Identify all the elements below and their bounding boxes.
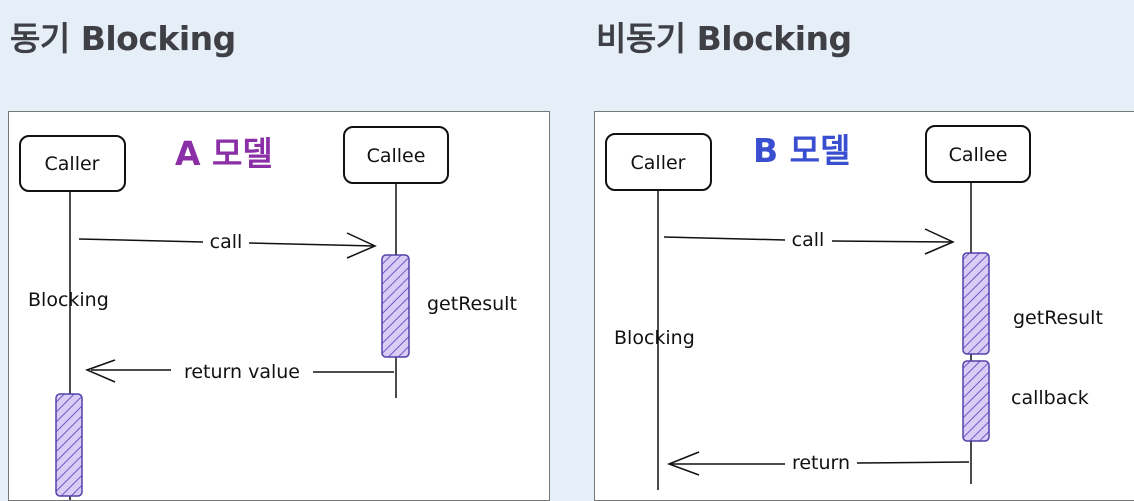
call-arrow: call — [663, 228, 955, 255]
blocking-label: Blocking — [614, 327, 695, 349]
model-title-a: A 모델 — [175, 134, 273, 173]
callback-activation-bar — [962, 360, 990, 442]
get-result-label: getResult — [427, 293, 517, 315]
get-result-label: getResult — [1013, 307, 1103, 329]
callee-box: Callee — [343, 126, 449, 184]
caller-activation-bar — [55, 393, 83, 497]
return-value-label: return value — [184, 361, 300, 383]
call-label: call — [210, 231, 243, 253]
caller-box: Caller — [19, 135, 126, 192]
callee-box: Callee — [925, 125, 1031, 183]
callee-activation-bar — [381, 254, 410, 358]
return-arrow: return value — [84, 359, 394, 383]
get-result-activation-bar — [962, 252, 990, 355]
sequence-diagram-b: B 모델 Caller Callee call getResult callba… — [605, 125, 1103, 490]
diagram-panel-a: A 모델 Caller Callee call getResult Blocki… — [8, 111, 550, 501]
caller-box: Caller — [605, 133, 712, 191]
sequence-diagram-a: A 모델 Caller Callee call getResult Blocki… — [19, 126, 517, 500]
heading-async-blocking: 비동기 Blocking — [596, 19, 852, 58]
callback-label: callback — [1011, 387, 1089, 409]
callee-label: Callee — [367, 145, 426, 167]
heading-sync-blocking: 동기 Blocking — [10, 19, 236, 58]
return-label: return — [792, 452, 850, 474]
diagram-panel-b: B 모델 Caller Callee call getResult callba… — [594, 111, 1134, 501]
call-arrow: call — [78, 231, 377, 259]
model-title-b: B 모델 — [753, 131, 850, 170]
caller-label: Caller — [631, 152, 686, 174]
callee-label: Callee — [949, 144, 1008, 166]
return-arrow: return — [666, 451, 970, 476]
call-label: call — [792, 229, 825, 251]
blocking-label: Blocking — [28, 289, 109, 311]
caller-label: Caller — [45, 153, 100, 175]
